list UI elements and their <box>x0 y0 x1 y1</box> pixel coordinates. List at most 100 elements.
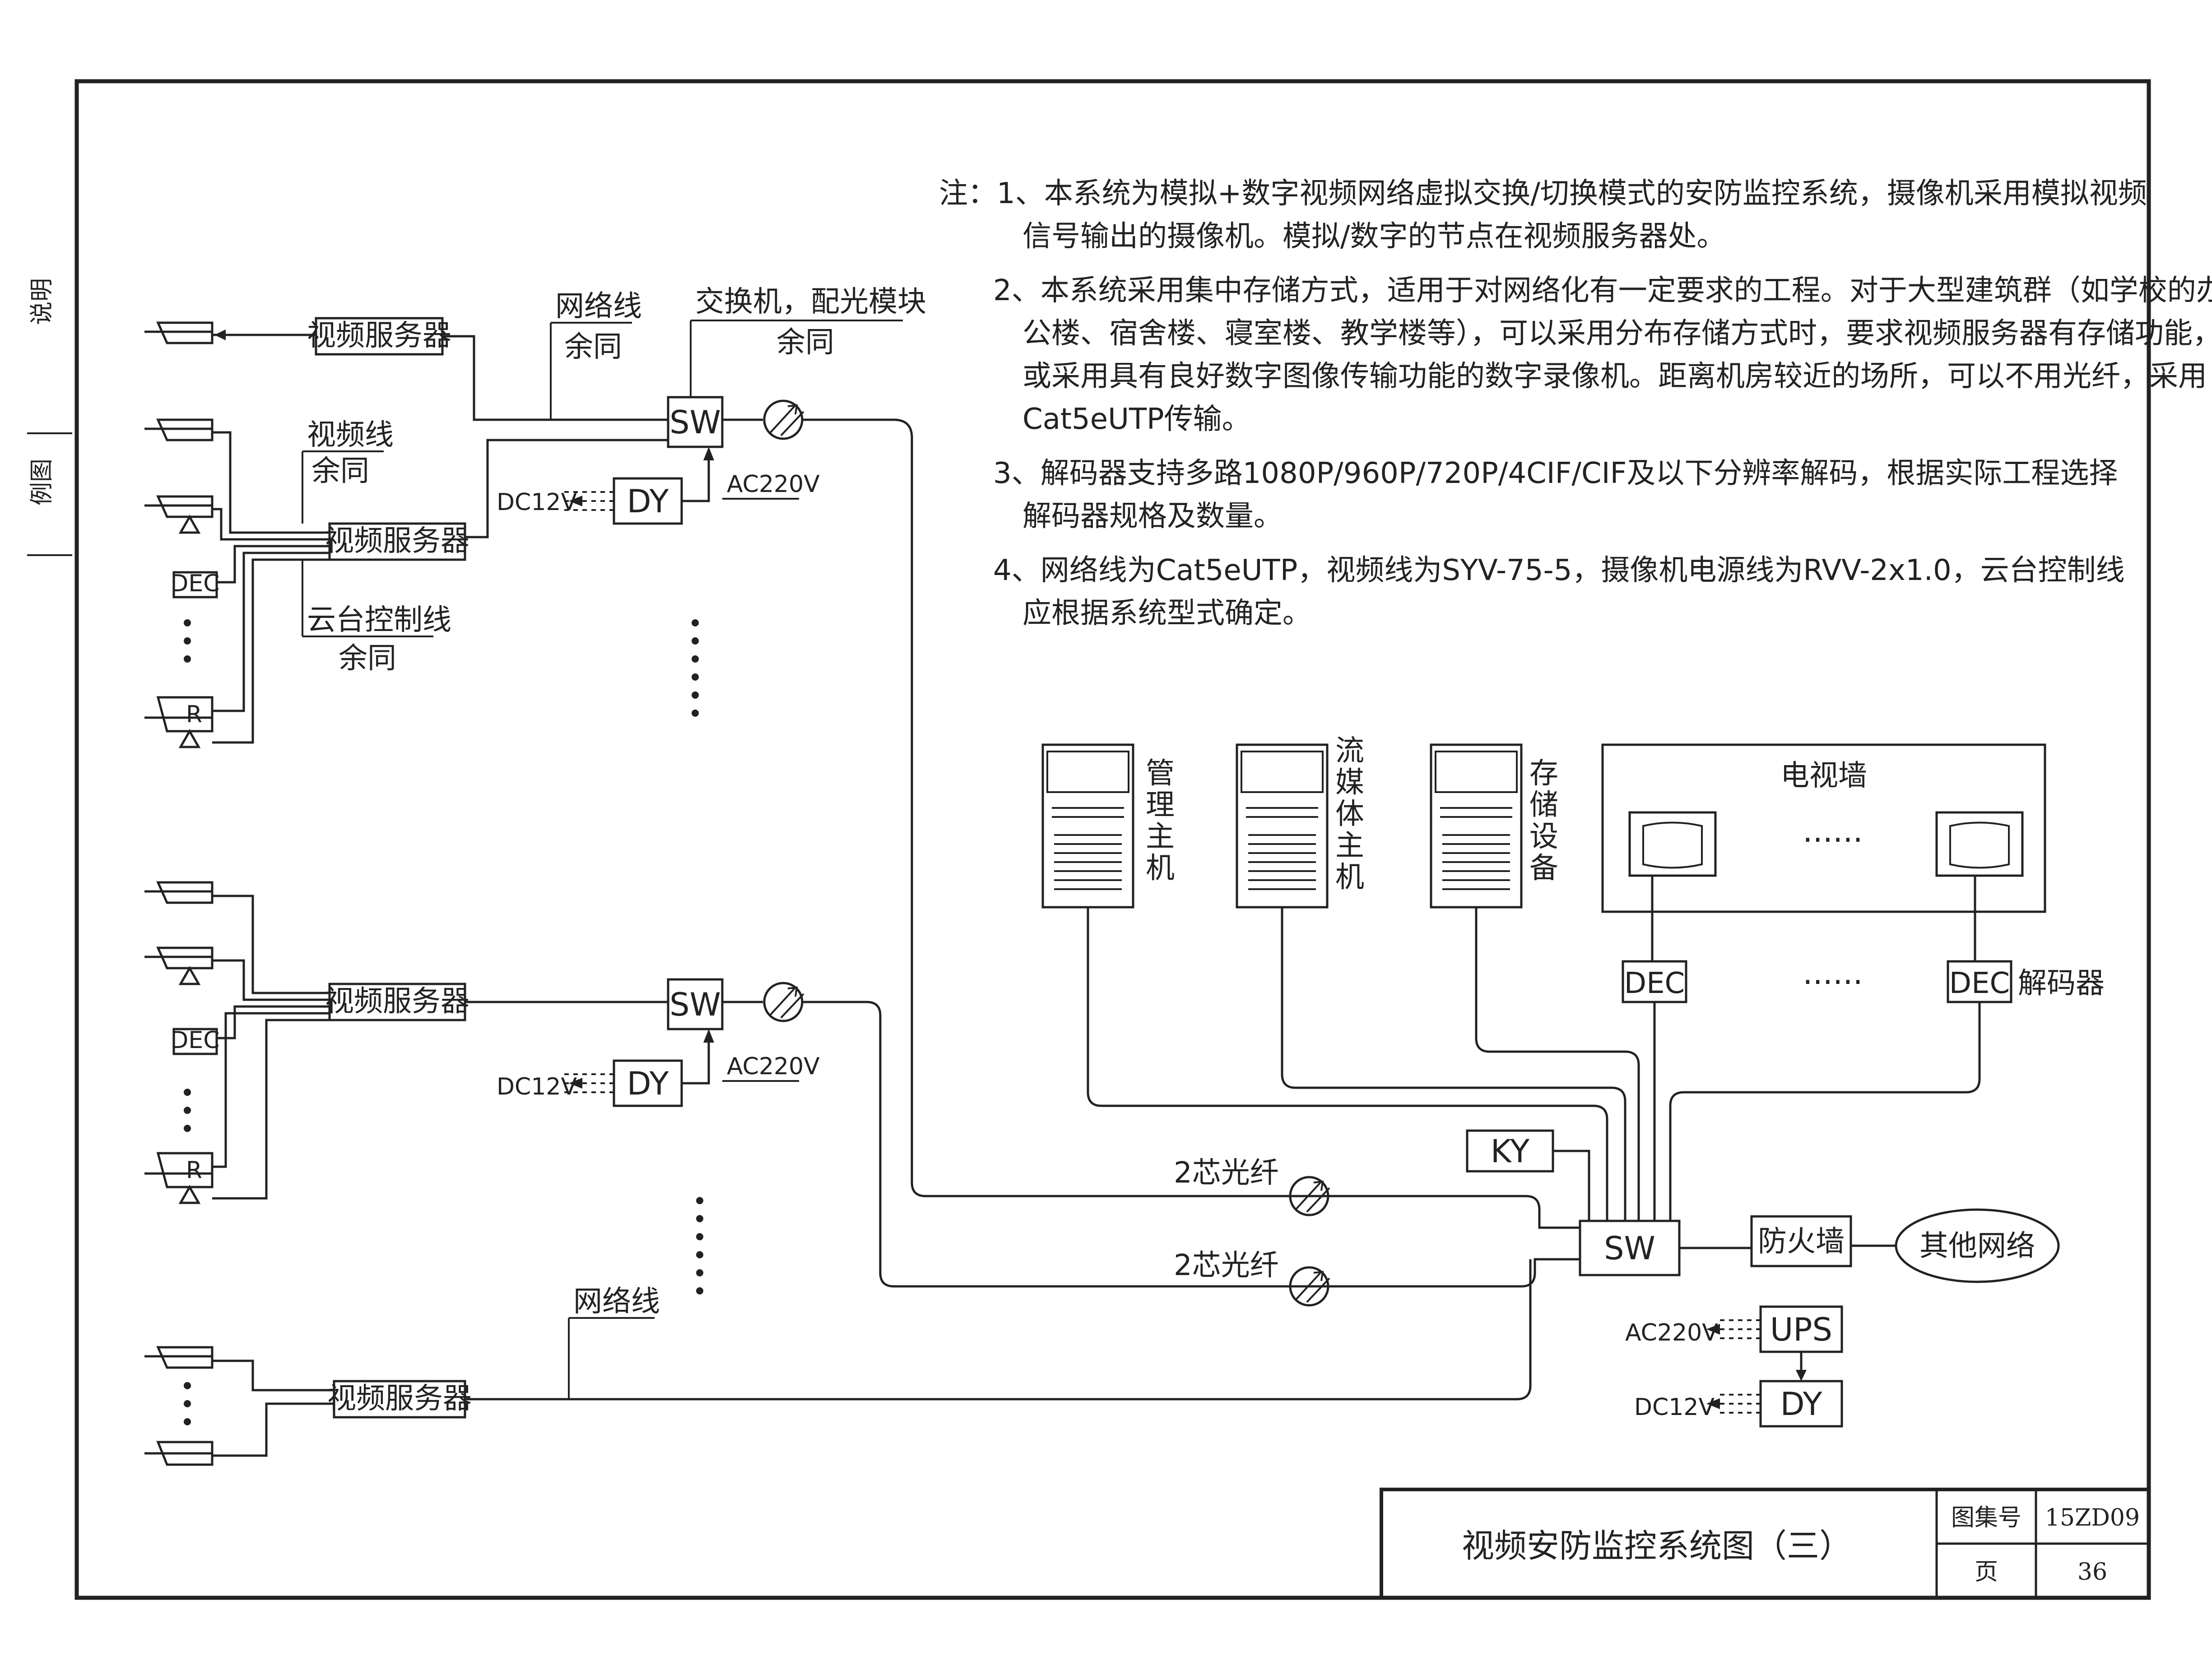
page-number: 36 <box>2077 1559 2107 1586</box>
firewall-label: 防火墙 <box>1758 1225 1845 1258</box>
camera-icon <box>144 696 214 733</box>
switch-box <box>667 396 724 448</box>
switch-label: SW <box>669 986 721 1023</box>
dc12v-label: DC12V <box>497 489 577 516</box>
power-supply-label: DY <box>1780 1386 1822 1423</box>
camera-icon <box>144 418 214 441</box>
keyboard-label: KY <box>1491 1133 1529 1170</box>
drawing-frame <box>74 79 2151 1600</box>
video-server-label: 视频服务器 <box>307 319 451 353</box>
decoder-box-label: DEC <box>1624 967 1685 1000</box>
camera-icon <box>144 321 214 344</box>
ac220v-label: AC220V <box>727 471 820 498</box>
camera-r-label: R <box>186 1157 202 1184</box>
dec-label: DEC <box>170 570 219 597</box>
host-label-char: 管 <box>1146 757 1175 790</box>
camera-icon <box>144 1152 214 1188</box>
drawing-title: 视频安防监控系统图（三） <box>1462 1527 1852 1565</box>
tv-wall-label: 电视墙 <box>1780 759 1867 793</box>
streaming-host: 流 媒 体 主 机 <box>1236 734 1364 909</box>
switch-label: SW <box>669 404 721 441</box>
video-server-box <box>328 522 466 561</box>
note-line: 2、本系统采用集中存储方式，适用于对网络化有一定要求的工程。对于大型建筑群（如学… <box>993 274 2212 307</box>
control-room: 管 理 主 机 流 媒 体 主 机 存 储 设 备 电视墙 <box>1041 734 2105 1428</box>
keyboard-box <box>1466 1129 1554 1173</box>
camera-icon <box>144 946 214 970</box>
video-server-label: 视频服务器 <box>327 1382 472 1415</box>
page-label: 页 <box>1975 1559 1998 1586</box>
camera-group-1: 视频服务器 DEC R 视频服务器 视频线 余同 云台控制线 余同 网络线 <box>144 285 1580 1229</box>
camera-icon <box>144 495 214 518</box>
ellipsis-dots: ······ <box>1803 821 1863 858</box>
dc12v-label: DC12V <box>497 1073 577 1100</box>
video-server-label: 视频服务器 <box>325 524 469 558</box>
note-line: 公楼、宿舍楼、寝室楼、教学楼等），可以采用分布存储方式时，要求视频服务器有存储功… <box>1022 317 2212 350</box>
fiber-module-icon <box>1289 1266 1329 1307</box>
ellipsis-dots: ······ <box>1803 964 1863 1001</box>
margin-text-1: 说明 <box>28 278 56 325</box>
ac220v-label: AC220V <box>1625 1319 1718 1346</box>
yu-tong-label: 余同 <box>564 330 622 364</box>
decoder-box <box>1622 960 1687 1003</box>
ptz-icon <box>178 514 201 534</box>
ac220v-label: AC220V <box>727 1053 820 1080</box>
fiber-label: 2芯光纤 <box>1174 1156 1279 1190</box>
storage-device: 存 储 设 备 <box>1430 743 1558 909</box>
ptz-icon <box>178 1184 201 1204</box>
video-server-label: 视频服务器 <box>325 985 469 1018</box>
core-switch-label: SW <box>1604 1230 1655 1267</box>
host-label-char: 存 <box>1529 757 1558 790</box>
fiber-module-icon <box>1289 1176 1329 1216</box>
dec-label: DEC <box>170 1027 219 1054</box>
video-line-label: 视频线 <box>307 418 394 452</box>
other-network-ellipse <box>1895 1208 2060 1283</box>
power-supply-label: DY <box>627 1065 669 1102</box>
host-label-char: 理 <box>1146 789 1175 822</box>
video-server-box <box>328 983 466 1021</box>
ptz-icon <box>178 965 201 985</box>
host-label-char: 设 <box>1529 820 1558 854</box>
host-label-char: 储 <box>1529 789 1558 822</box>
camera-group-3: 视频服务器 网络线 <box>144 1259 1532 1466</box>
ptz-icon <box>178 728 201 748</box>
camera-group-2: DEC R 视频服务器 SW DY AC220V DC12V <box>144 881 1580 1294</box>
host-label-char: 机 <box>1146 852 1175 885</box>
decoder-label: 解码器 <box>2018 967 2105 1000</box>
ptz-line-label: 云台控制线 <box>307 603 451 637</box>
note-line: Cat5eUTP传输。 <box>1022 403 1251 436</box>
host-label-char: 主 <box>1335 829 1364 863</box>
camera-icon <box>144 881 214 904</box>
decoder-box-label: DEC <box>1949 967 2010 1000</box>
note-line: 解码器规格及数量。 <box>1022 500 1283 533</box>
note-line: 或采用具有良好数字图像传输功能的数字录像机。距离机房较近的场所，可以不用光纤，采… <box>1022 360 2207 393</box>
switch-box <box>667 978 724 1030</box>
decoder-box <box>1947 960 2012 1003</box>
host-label-char: 主 <box>1146 820 1175 854</box>
note-line: 3、解码器支持多路1080P/960P/720P/4CIF/CIF及以下分辨率解… <box>993 457 2118 490</box>
camera-icon <box>144 1346 214 1369</box>
note-line: 信号输出的摄像机。模拟/数字的节点在视频服务器处。 <box>1022 220 1726 253</box>
power-supply-label: DY <box>627 483 669 520</box>
other-network-label: 其他网络 <box>1919 1229 2035 1263</box>
dc12v-label: DC12V <box>1634 1394 1715 1421</box>
host-label-char: 机 <box>1335 861 1364 894</box>
note-line: 4、网络线为Cat5eUTP，视频线为SYV-75-5，摄像机电源线为RVV-2… <box>993 554 2125 587</box>
yu-tong-label: 余同 <box>311 455 369 488</box>
net-line-label: 网络线 <box>555 290 642 323</box>
yu-tong-label: 余同 <box>776 326 834 359</box>
dec-box <box>172 571 218 598</box>
video-server-box <box>315 317 444 356</box>
title-block: 视频安防监控系统图（三） 图集号 15ZD09 页 36 <box>1380 1488 2151 1600</box>
atlas-label: 图集号 <box>1951 1504 2021 1531</box>
note-line: 应根据系统型式确定。 <box>1022 597 1311 630</box>
host-label-char: 媒 <box>1335 766 1364 799</box>
camera-icon <box>144 1441 214 1466</box>
atlas-number: 15ZD09 <box>2045 1504 2140 1531</box>
power-supply-box <box>1759 1380 1843 1428</box>
ups-label: UPS <box>1770 1311 1832 1348</box>
host-label-char: 流 <box>1335 734 1364 768</box>
dec-box <box>172 1028 218 1055</box>
notes-block: 注：1、本系统为模拟+数字视频网络虚拟交换/切换模式的安防监控系统，摄像机采用模… <box>939 177 2212 630</box>
management-host: 管 理 主 机 <box>1041 743 1175 909</box>
